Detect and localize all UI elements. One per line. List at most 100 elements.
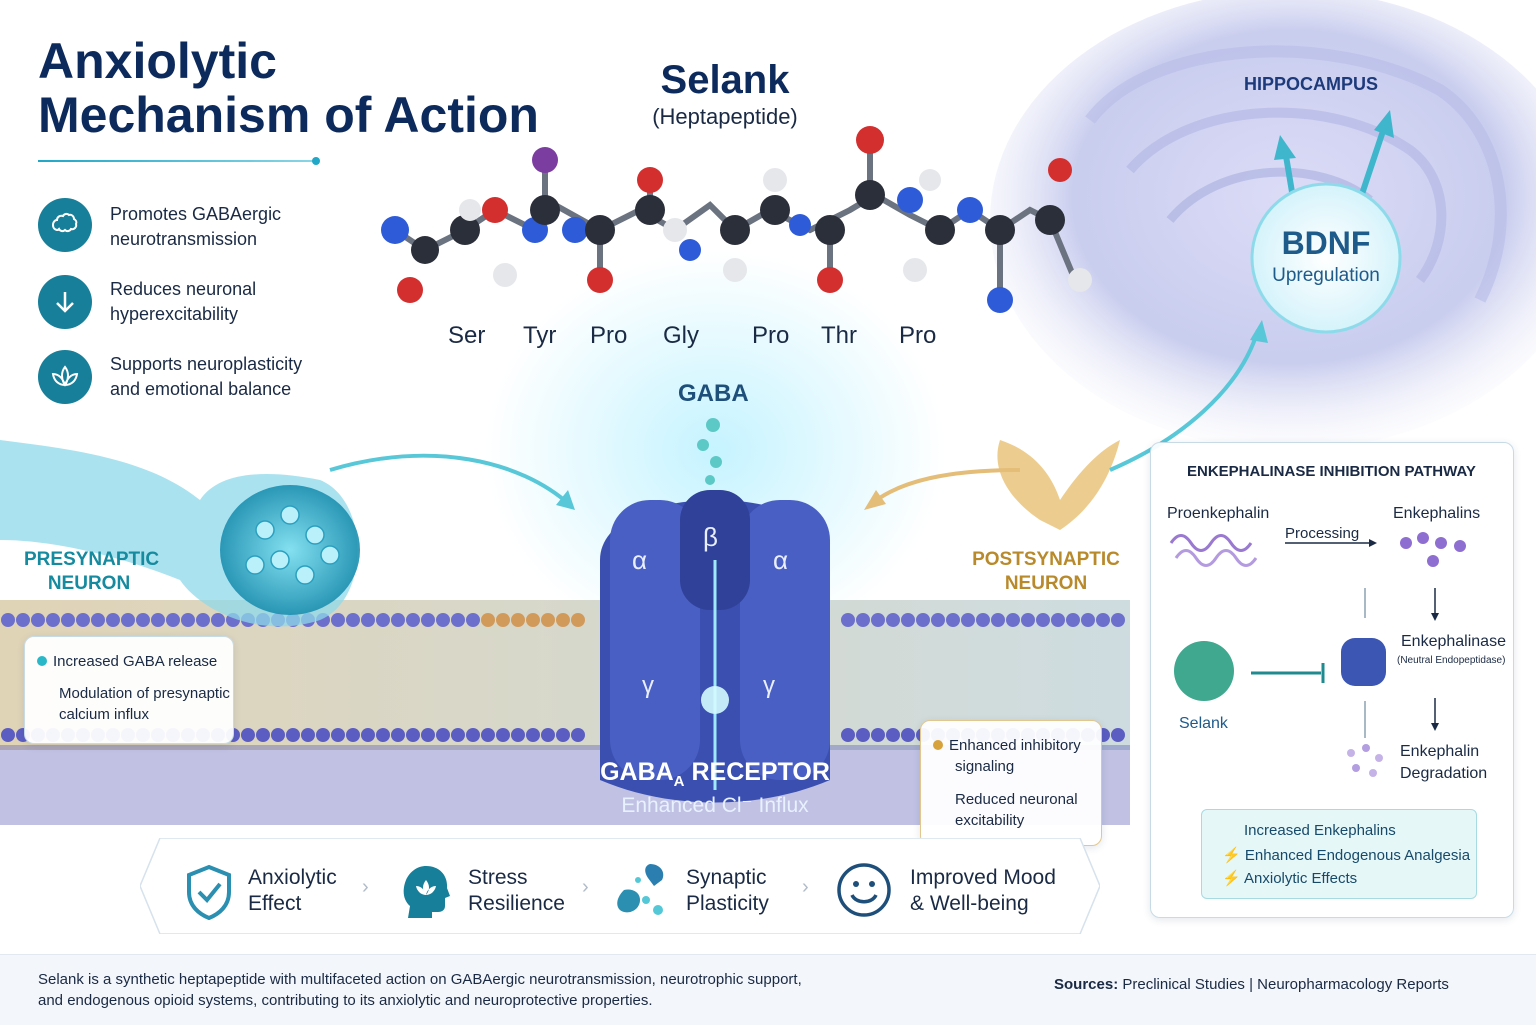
- enk-result-2: ⚡ Enhanced Endogenous Analgesia: [1222, 846, 1470, 864]
- chevron-right-icon: ›: [582, 876, 589, 898]
- benefit-hyperexcitability: Reduces neuronal hyperexcitability: [110, 277, 350, 327]
- enk-degradation-line-1: Enkephalin: [1400, 743, 1480, 760]
- bdnf-subtitle: Upregulation: [1272, 265, 1380, 286]
- bolt-icon: ⚡: [1222, 847, 1241, 864]
- receptor-name-post: RECEPTOR: [684, 758, 830, 786]
- benefit-2-line-1: Reduces neuronal: [110, 279, 257, 299]
- title-underline-dot: [312, 157, 320, 165]
- enk-degradation: Enkephalin Degradation: [1400, 741, 1487, 785]
- benefit-3-line-1: Supports neuroplasticity: [110, 354, 303, 374]
- bullet-dot: [933, 740, 943, 750]
- postsyn-card-text-3: Reduced neuronal: [955, 791, 1078, 808]
- subunit-beta: β: [703, 522, 718, 552]
- effect-2-line-1: Stress: [468, 866, 528, 889]
- postsyn-card-text-4: excitability: [955, 812, 1025, 829]
- receptor-name-pre: GABA: [600, 758, 674, 786]
- enkephalinase-pathway-card: ENKEPHALINASE INHIBITION PATHWAY Proenke…: [1150, 442, 1514, 918]
- effects-bar-shape: [140, 838, 1100, 934]
- enk-selank: Selank: [1179, 715, 1228, 732]
- receptor-name: GABAA RECEPTOR: [600, 758, 830, 790]
- residue-ser: Ser: [448, 322, 486, 349]
- residue-tyr: Tyr: [523, 322, 557, 349]
- residue-pro-2: Pro: [752, 322, 790, 349]
- residue-thr: Thr: [821, 322, 857, 349]
- page-title: Anxiolytic Mechanism of Action: [38, 34, 539, 142]
- presyn-card-text-2: Modulation of presynaptic: [59, 685, 230, 702]
- enk-result-1: Increased Enkephalins: [1244, 822, 1396, 839]
- peptide-name: Selank: [660, 58, 790, 102]
- down-arrow-icon: [38, 275, 92, 329]
- chevron-right-icon: ›: [802, 876, 809, 898]
- postsynaptic-line-2: NEURON: [1004, 573, 1088, 594]
- subunit-gamma-left: γ: [642, 672, 654, 699]
- effect-1-line-2: Effect: [248, 892, 302, 915]
- title-line-2: Mechanism of Action: [38, 87, 539, 143]
- footer: Selank is a synthetic heptapeptide with …: [0, 954, 1536, 1025]
- presynaptic-label: PRESYNAPTIC NEURON: [24, 548, 159, 596]
- bullet-dot: [37, 656, 47, 666]
- presyn-card-text-1: Increased GABA release: [53, 653, 218, 670]
- residue-pro-1: Pro: [590, 322, 628, 349]
- benefit-neuroplasticity: Supports neuroplasticity and emotional b…: [110, 352, 350, 402]
- enk-enkephalins: Enkephalins: [1393, 505, 1481, 522]
- benefit-1-line-2: neurotransmission: [110, 229, 258, 249]
- title-underline: [38, 160, 318, 162]
- postsyn-card-text-2: signaling: [955, 758, 1015, 775]
- chevron-right-icon: ›: [362, 876, 369, 898]
- footer-line-2: and endogenous opioid systems, contribut…: [38, 992, 653, 1009]
- effect-mood: Improved Mood & Well-being: [910, 865, 1056, 917]
- brain-icon: [38, 198, 92, 252]
- footer-summary: Selank is a synthetic heptapeptide with …: [38, 969, 802, 1011]
- effect-3-line-2: Plasticity: [686, 892, 769, 915]
- presyn-card-line-2: Modulation of presynaptic calcium influx: [59, 683, 230, 725]
- enk-enzyme: Enkephalinase: [1401, 633, 1506, 650]
- receptor-influx: Enhanced Cl⁻ Influx: [621, 794, 809, 817]
- enk-result-3: ⚡ Anxiolytic Effects: [1222, 869, 1357, 887]
- enk-degradation-line-2: Degradation: [1400, 765, 1488, 782]
- benefit-gabaergic: Promotes GABAergic neurotransmission: [110, 202, 350, 252]
- benefit-1-line-1: Promotes GABAergic: [110, 204, 282, 224]
- peptide-subtitle: (Heptapeptide): [652, 104, 798, 129]
- molecule-diagram: [381, 126, 1092, 313]
- presynaptic-line-1: PRESYNAPTIC: [24, 549, 160, 570]
- lotus-icon: [38, 350, 92, 404]
- enk-proenkephalin: Proenkephalin: [1167, 505, 1270, 522]
- effect-4-line-2: & Well-being: [910, 892, 1029, 915]
- presynaptic-line-2: NEURON: [47, 573, 131, 594]
- postsynaptic-line-1: POSTSYNAPTIC: [972, 549, 1120, 570]
- enk-result-3-text: Anxiolytic Effects: [1244, 870, 1358, 887]
- subunit-gamma-right: γ: [763, 672, 775, 699]
- enk-results-box: Increased Enkephalins ⚡ Enhanced Endogen…: [1201, 809, 1477, 899]
- postsyn-card-line-1: Enhanced inhibitory signaling: [933, 735, 1081, 777]
- effect-3-line-1: Synaptic: [686, 866, 767, 889]
- effect-4-line-1: Improved Mood: [910, 866, 1056, 889]
- sources-text: Preclinical Studies | Neuropharmacology …: [1118, 976, 1449, 993]
- bdnf-title: BDNF: [1281, 225, 1371, 261]
- effect-2-line-2: Resilience: [468, 892, 565, 915]
- enk-processing: Processing: [1285, 525, 1360, 542]
- postsynaptic-label: POSTSYNAPTIC NEURON: [968, 548, 1124, 596]
- footer-sources: Sources: Preclinical Studies | Neurophar…: [1054, 976, 1449, 993]
- postsyn-card-line-3: Reduced neuronal excitability: [955, 789, 1078, 831]
- postsynaptic-effects-card: Enhanced inhibitory signaling Reduced ne…: [920, 720, 1102, 846]
- enk-title: ENKEPHALINASE INHIBITION PATHWAY: [1187, 463, 1476, 480]
- enk-diagram-art: [1169, 532, 1466, 777]
- title-line-1: Anxiolytic: [38, 33, 277, 89]
- benefit-3-line-2: and emotional balance: [110, 379, 292, 399]
- gaba-label: GABA: [678, 380, 749, 407]
- benefit-2-line-2: hyperexcitability: [110, 304, 239, 324]
- subunit-alpha-left: α: [632, 545, 648, 575]
- residue-pro-3: Pro: [899, 322, 937, 349]
- presynaptic-effects-card: Increased GABA release Modulation of pre…: [24, 636, 234, 744]
- sources-label: Sources:: [1054, 976, 1119, 993]
- smile-icon: [837, 863, 891, 917]
- postsyn-card-text-1: Enhanced inhibitory: [949, 737, 1081, 754]
- head-lotus-icon: [403, 866, 450, 918]
- residue-gly: Gly: [663, 322, 699, 349]
- synapse-icon: [617, 864, 664, 915]
